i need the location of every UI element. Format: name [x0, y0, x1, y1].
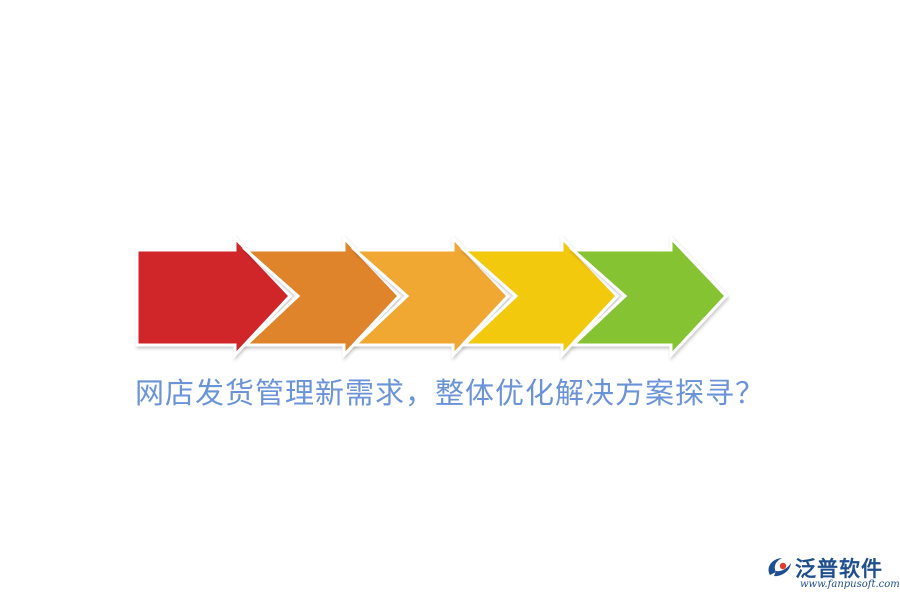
brand-name: 泛普软件	[795, 557, 883, 581]
fanpu-logo-icon	[768, 558, 791, 577]
arrow-shape-2	[242, 234, 402, 359]
brand-watermark: 泛普软件 www.fanpusoft.com	[764, 553, 900, 593]
arrow-shape-3	[351, 234, 511, 359]
brand-url: www.fanpusoft.com	[800, 579, 900, 590]
arrow-shape-5	[569, 234, 729, 359]
arrow-shape-4	[460, 234, 620, 359]
arrow-shape-1	[135, 234, 293, 359]
headline-text: 网店发货管理新需求，整体优化解决方案探寻？	[134, 376, 765, 410]
